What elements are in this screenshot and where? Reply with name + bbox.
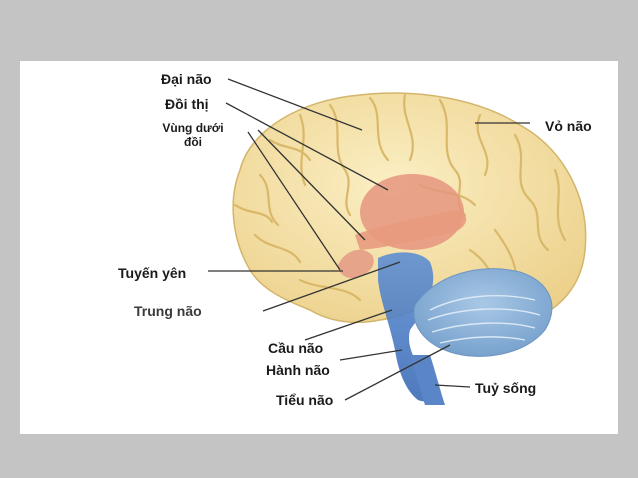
label-cau-nao: Cầu não <box>268 340 324 356</box>
label-vung-duoi-doi-line1: Vùng dưới <box>162 121 224 135</box>
brainstem-shape <box>378 252 437 402</box>
hypothalamus-shape <box>338 249 374 279</box>
corpus-callosum <box>355 210 467 250</box>
label-tieu-nao: Tiểu não <box>276 392 334 408</box>
label-tuy-song: Tuỷ sống <box>475 380 537 396</box>
spinal-cord-shape <box>410 355 445 405</box>
label-vo-nao: Vỏ não <box>545 118 592 134</box>
label-vung-duoi-doi: Vùng dưới đồi <box>158 121 228 149</box>
cerebellum-shape <box>413 268 553 357</box>
leader-lines <box>208 78 530 401</box>
label-vung-duoi-doi-line2: đồi <box>184 135 202 149</box>
label-dai-nao: Đại não <box>161 71 212 87</box>
label-tuyen-yen: Tuyến yên <box>118 265 187 281</box>
label-hanh-nao: Hành não <box>266 362 330 378</box>
label-doi-thi: Đồi thị <box>165 96 209 112</box>
cerebellum-folia <box>427 294 541 344</box>
label-trung-nao: Trung não <box>134 303 202 319</box>
